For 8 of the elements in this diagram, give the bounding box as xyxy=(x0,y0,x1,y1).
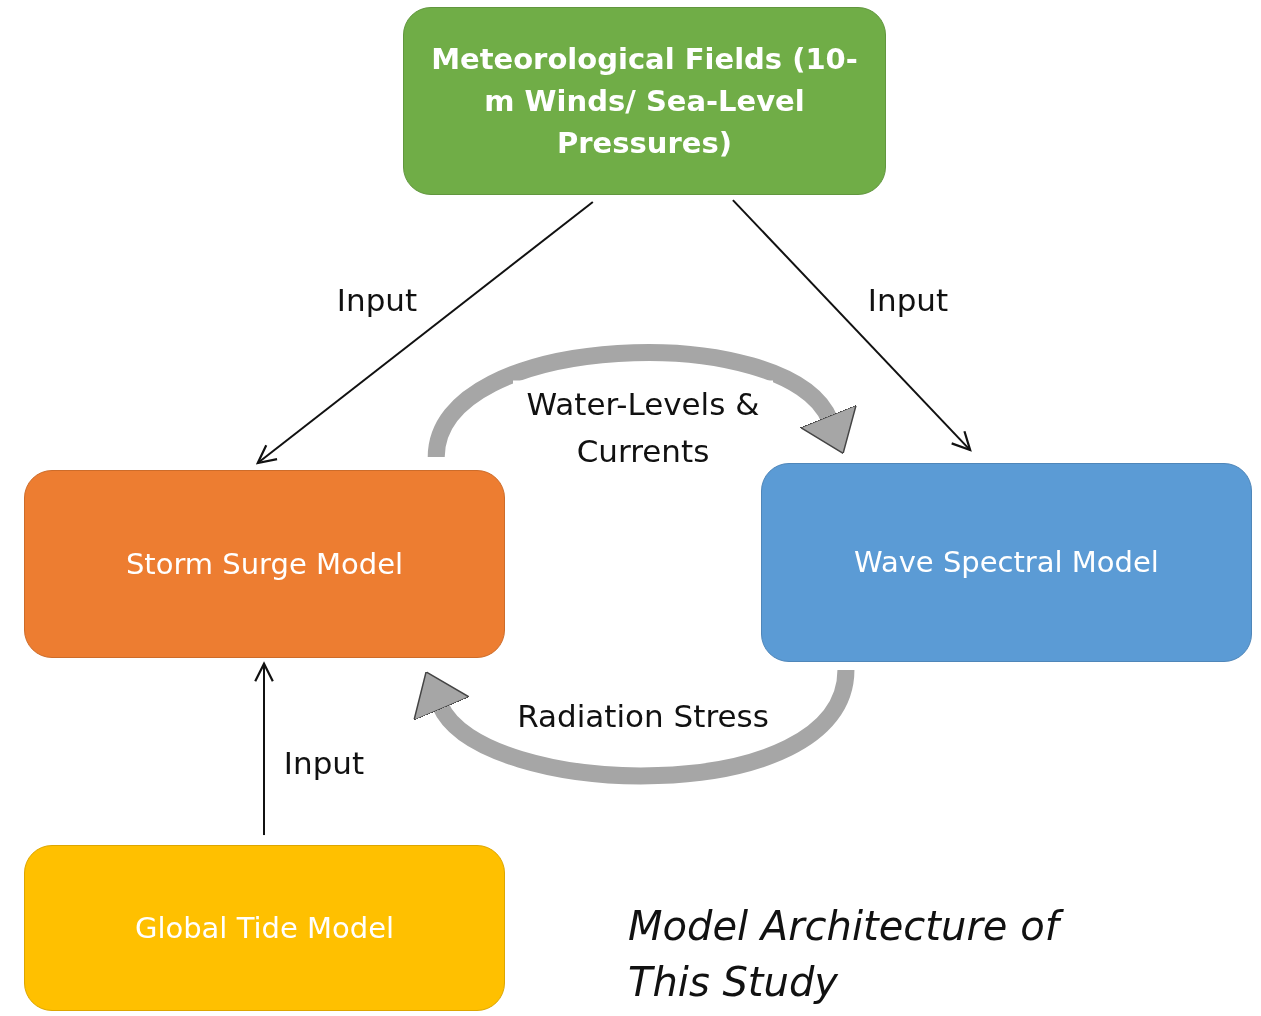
caption: Model Architecture of This Study xyxy=(628,898,1098,1010)
arrow xyxy=(731,199,972,452)
model-box: Wave Spectral Model xyxy=(761,463,1252,662)
arrow xyxy=(254,662,274,837)
model-box: Meteorological Fields (10-m Winds/ Sea-Level Pressures) xyxy=(403,7,886,195)
model-box: Global Tide Model xyxy=(24,845,505,1011)
arrow xyxy=(256,200,594,465)
model-box: Storm Surge Model xyxy=(24,470,505,658)
